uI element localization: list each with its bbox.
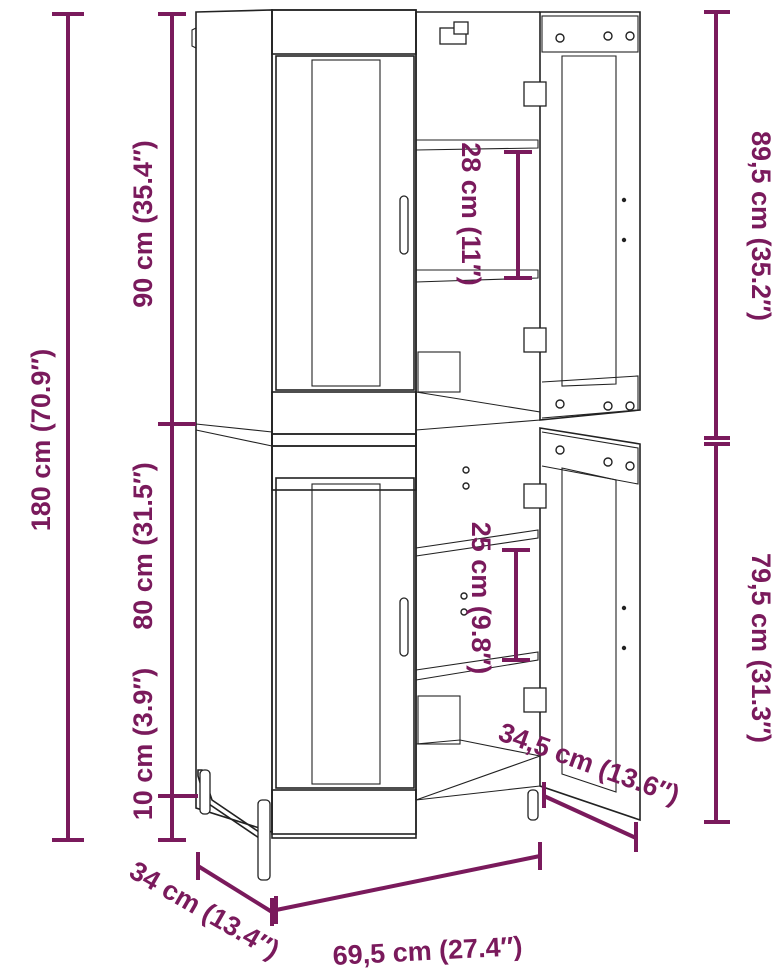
upper-right-door [523, 11, 641, 421]
lower-door-handle [399, 597, 409, 657]
upper-left-door [275, 55, 415, 391]
upper-height-label: 90 cm (35.4″) [128, 140, 158, 308]
hinge-icon [523, 327, 547, 353]
lower-right-door [523, 427, 641, 822]
lower-interior [415, 434, 543, 801]
cabinet-legs [197, 769, 541, 881]
upper-front-frame [271, 9, 417, 447]
width-label: 69,5 cm (27.4″) [332, 931, 523, 971]
hinge-icon [523, 687, 547, 713]
hinge-icon [523, 483, 547, 509]
upper-door-handle [399, 195, 409, 255]
total-height-label: 180 cm (70.9″) [26, 349, 56, 532]
cabinet-side-panel [195, 9, 273, 834]
lower-height-label: 80 cm (31.5″) [128, 462, 158, 630]
dimension-lines [52, 10, 730, 926]
upper-door-height-label: 89,5 cm (35.2″) [746, 131, 776, 321]
upper-shelf-gap-label: 28 cm (11″) [456, 142, 486, 286]
cabinet-drawing [191, 9, 641, 881]
lower-shelf-gap-label: 25 cm (9.8″) [466, 522, 496, 675]
door-width-label: 34,5 cm (13.6″) [495, 717, 684, 810]
lower-left-door [275, 477, 415, 789]
hinge-icon [523, 81, 547, 107]
lower-front-frame [271, 433, 417, 839]
lower-door-height-label: 79,5 cm (31.3″) [746, 553, 776, 743]
dimension-labels: 180 cm (70.9″) 90 cm (35.4″) 80 cm (31.5… [26, 131, 776, 971]
leg-height-label: 10 cm (3.9″) [128, 668, 158, 821]
